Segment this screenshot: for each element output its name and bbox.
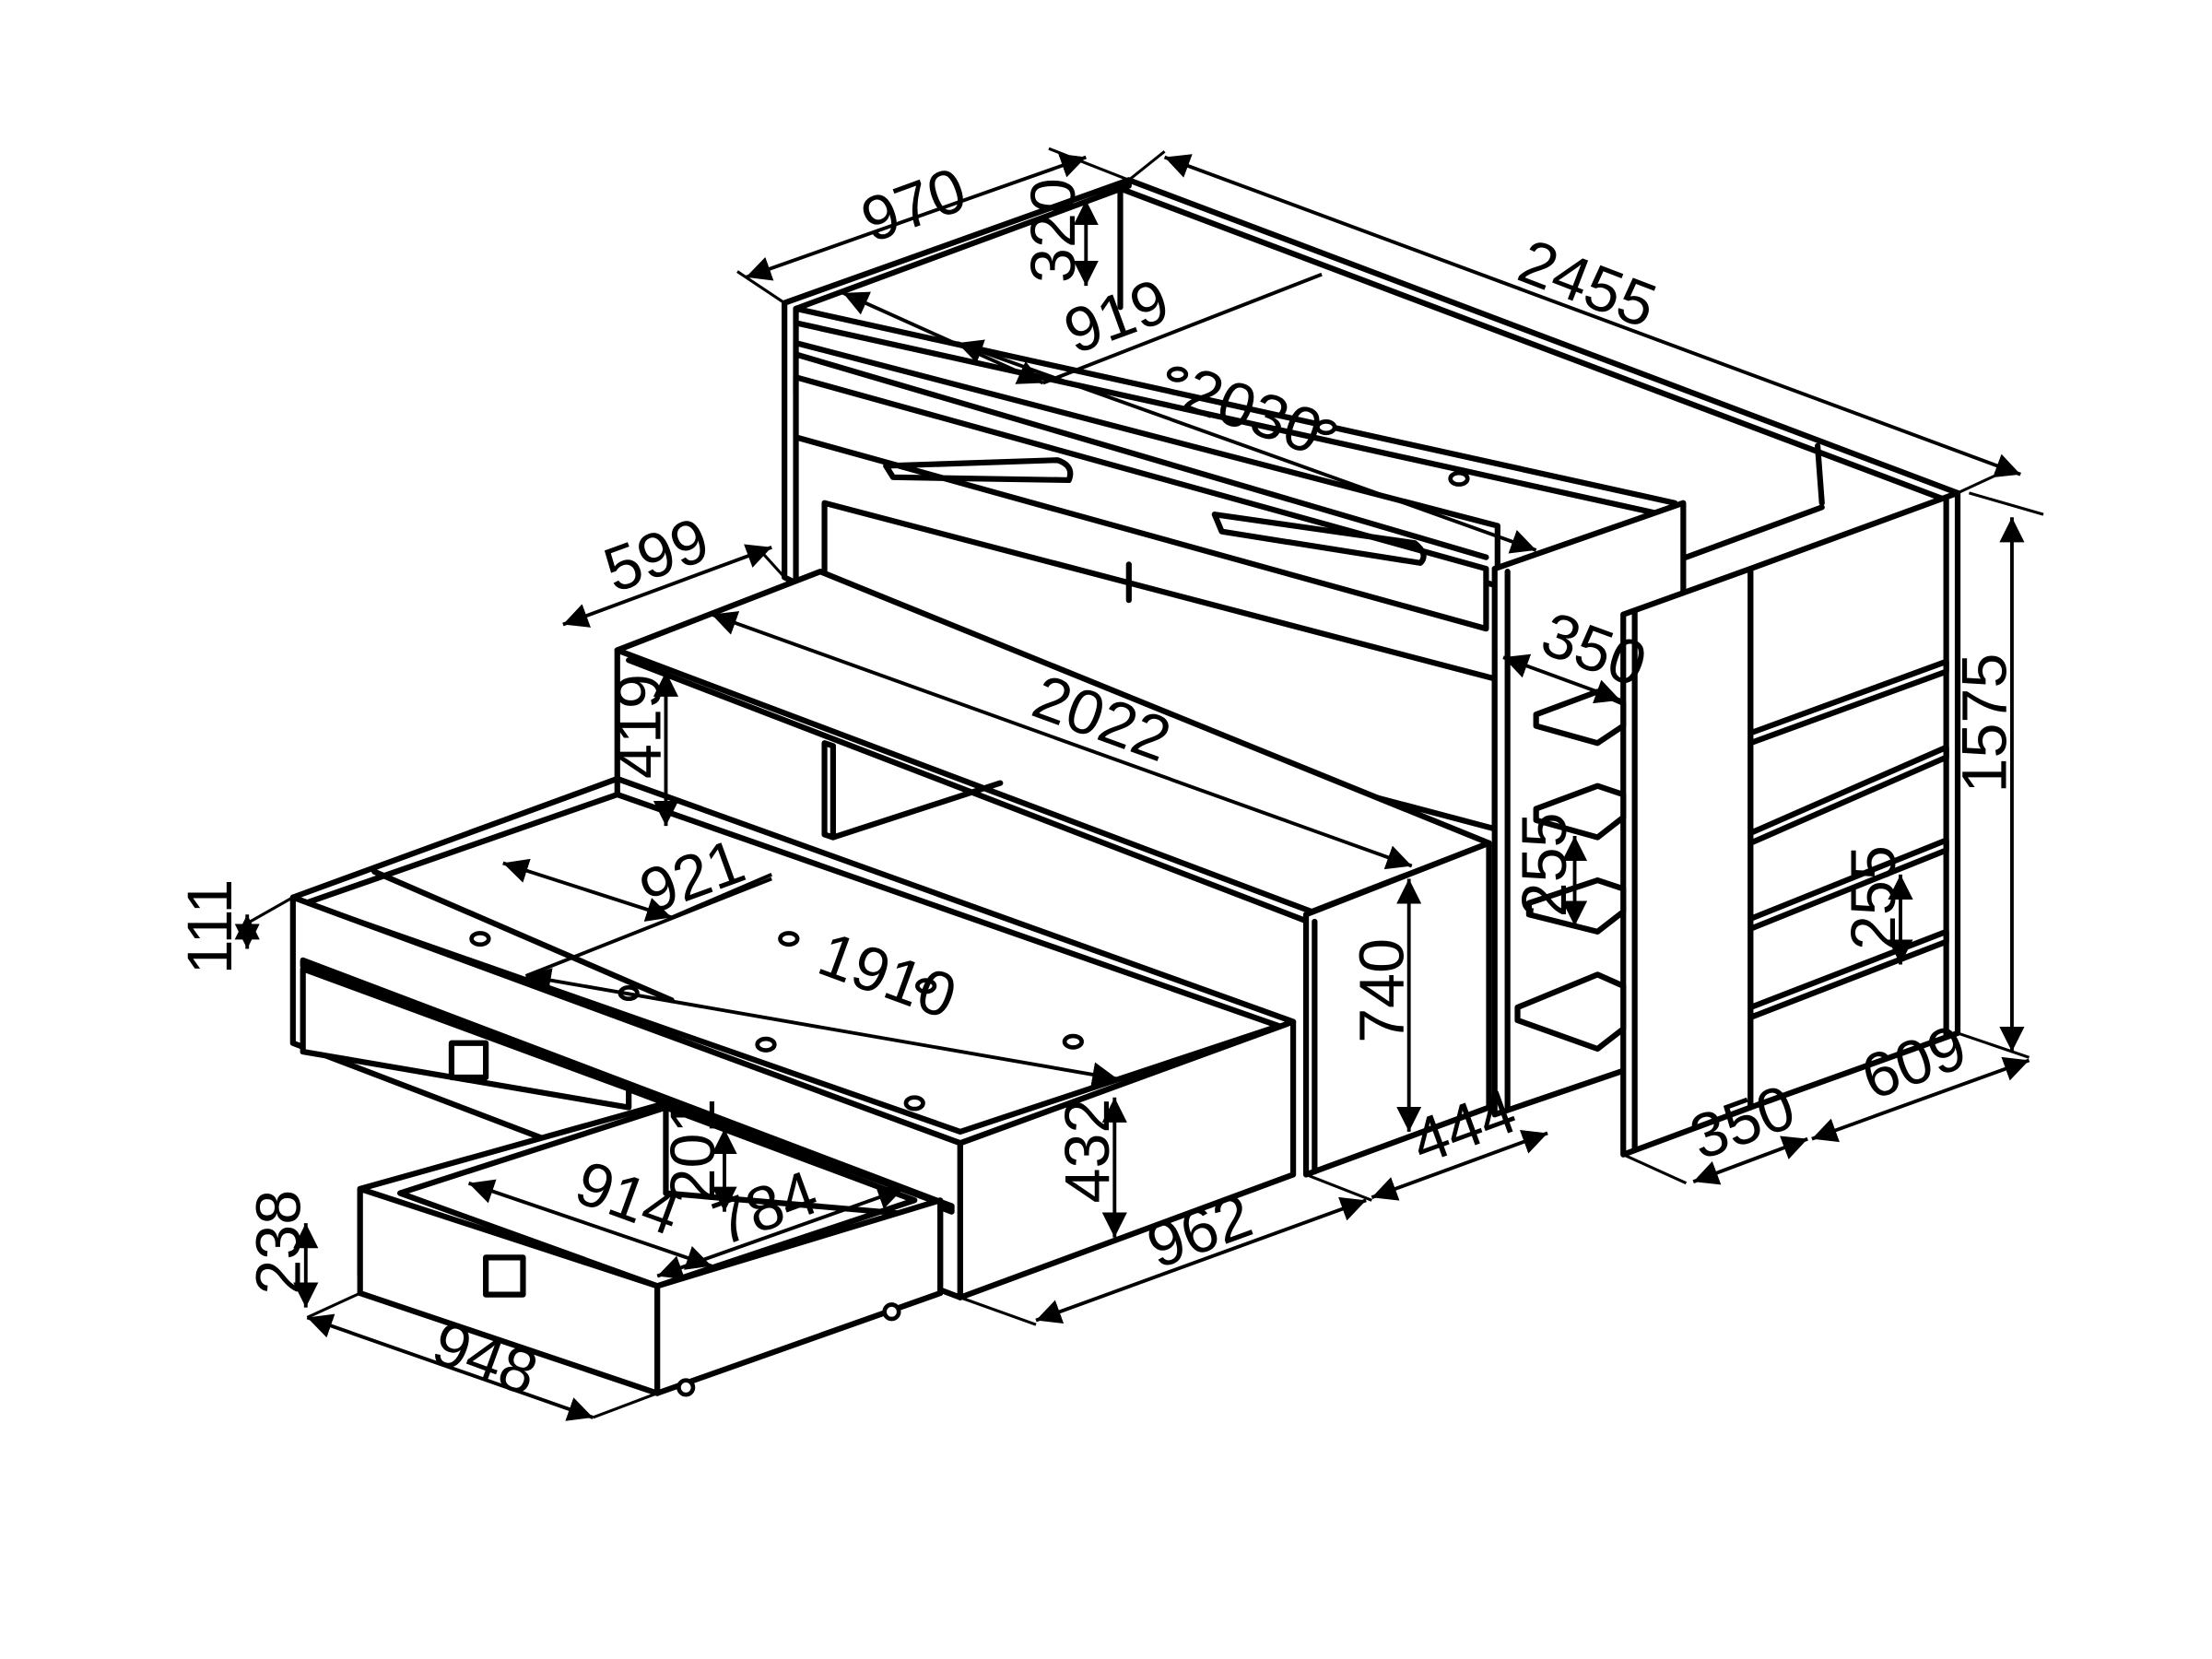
dim-label-drawer-height: 238 — [244, 1190, 314, 1295]
dim-label-shelf-spacing-right: 255 — [1839, 845, 1909, 950]
slat-hole-icon — [903, 1095, 925, 1112]
dim-label-top-rail-height: 320 — [1018, 178, 1088, 283]
dim-label-desk-clearance: 419 — [604, 674, 674, 779]
slat-hole-icon — [469, 931, 491, 947]
trundle-handle-icon — [448, 1040, 489, 1081]
dim-label-desk-height: 740 — [1347, 938, 1417, 1043]
dim-label-drawer-inner-height: 201 — [658, 1099, 728, 1204]
slat-hole-icon — [1166, 366, 1189, 382]
slat-hole-icon — [1062, 1033, 1084, 1050]
dim-label-desk-depth: 599 — [595, 504, 718, 606]
dimension-lines — [234, 147, 2044, 1421]
dim-label-shelf-spacing-left: 255 — [1510, 813, 1580, 918]
caster-icon — [677, 1378, 696, 1397]
dim-label-trundle-rail: 111 — [175, 879, 245, 975]
dimension-labels: 970 2455 320 919 2030 599 2022 419 350 1… — [175, 154, 2020, 1409]
dim-label-total-height: 1575 — [1950, 653, 2020, 794]
slat-hole-icon — [1448, 470, 1470, 487]
slat-hole-icon — [755, 1036, 777, 1053]
drawer-handle-icon — [483, 1254, 526, 1298]
slat-hole-icon — [778, 931, 800, 947]
dim-label-top-length: 2455 — [1510, 226, 1665, 341]
caster-icon — [882, 1302, 901, 1322]
dim-label-trundle-height: 432 — [1053, 1099, 1123, 1204]
